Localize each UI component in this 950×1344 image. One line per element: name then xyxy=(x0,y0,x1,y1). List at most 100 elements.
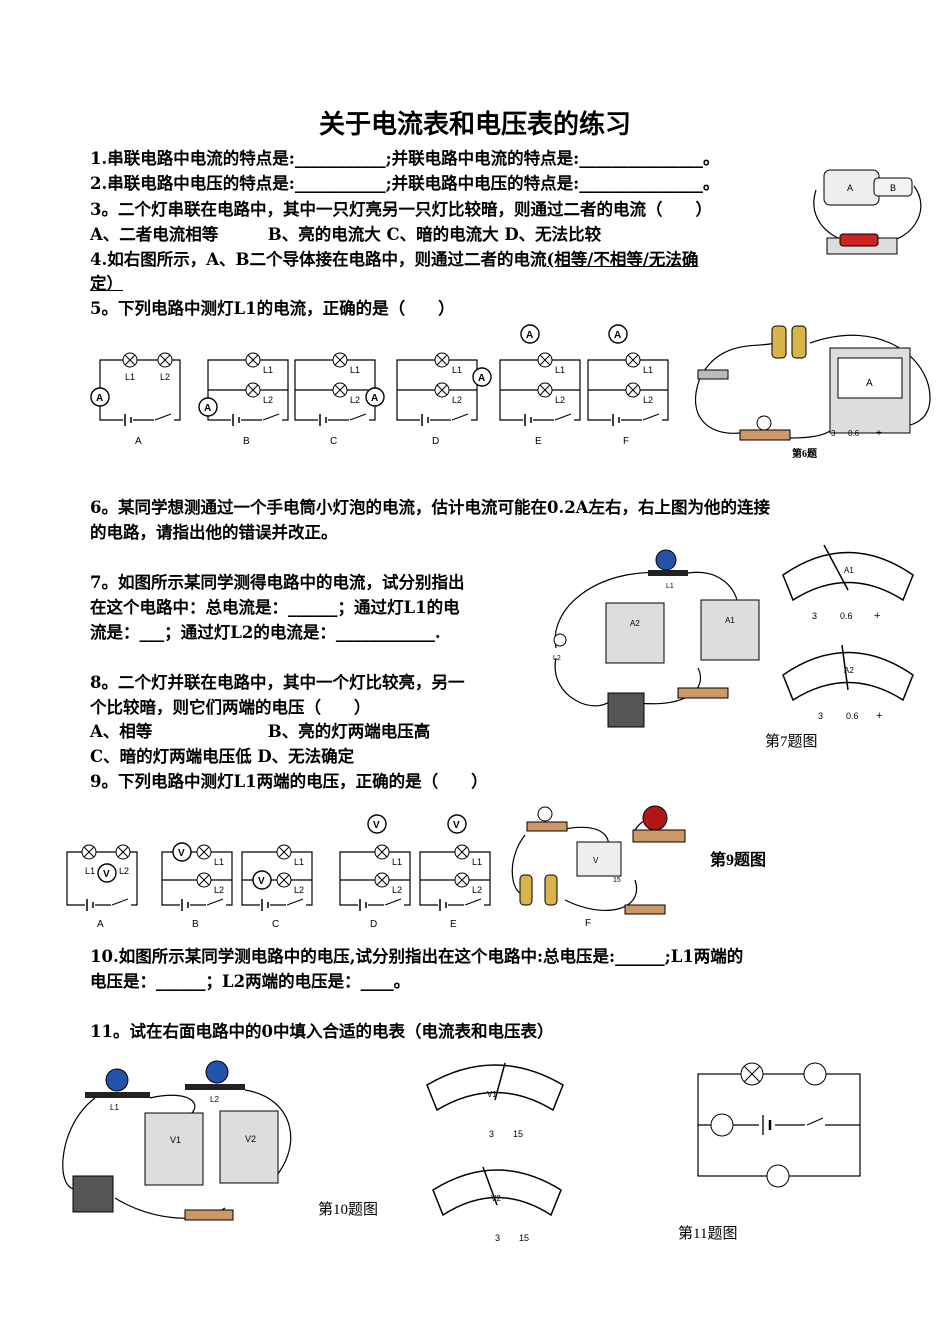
q9-A-voltmeter-letter: V xyxy=(103,869,110,880)
q9-A-lamp1-cross xyxy=(83,846,95,858)
q5-A-battery-gap xyxy=(123,414,133,426)
q5-B-battery xyxy=(232,414,240,426)
q9-D-lamp2-cross xyxy=(376,874,388,886)
q5-option-B: B xyxy=(243,436,250,447)
q9-B-switch-gap xyxy=(206,901,226,909)
q9-E-battery xyxy=(439,899,447,911)
question-5: 5。下列电路中测灯L1的电流，正确的是（ ） xyxy=(90,299,455,318)
q9-D-l2-label: L2 xyxy=(392,885,402,895)
q5-E-ammeter-letter: A xyxy=(526,330,533,341)
q5-C-l2-label: L2 xyxy=(350,395,360,405)
fig10-circuit: L1 L2 V1 V2 xyxy=(62,1060,292,1221)
q9-D-voltmeter xyxy=(367,814,387,834)
q9-C-switch xyxy=(286,898,304,906)
q9-D-voltmeter-letter: V xyxy=(373,820,380,831)
q5-D-ammeter xyxy=(472,367,492,387)
q5-B-ammeter-letter: A xyxy=(204,403,211,414)
q5-E-lamp2-cross xyxy=(539,384,551,396)
q9-A-battery xyxy=(86,899,94,911)
fig7-caption: 第7题图 xyxy=(765,734,818,750)
q5-option-F: F xyxy=(623,436,629,447)
q5-D-ammeter-letter: A xyxy=(478,373,485,384)
question-3: 3。二个灯串联在电路中，其中一只灯亮另一只灯比较暗，则通过二者的电流（ ） xyxy=(90,200,712,219)
q9-B-switch xyxy=(206,898,224,906)
q5-option-C: C xyxy=(330,436,337,447)
q5-A-ammeter-letter: A xyxy=(96,393,103,404)
q5-D-switch-gap xyxy=(451,416,471,424)
fig10-meter-scales: V1 3 15 V2 3 15 xyxy=(426,1062,564,1243)
question-7-cont1: 在这个电路中：总电流是：______；通过灯L1的电 xyxy=(90,598,460,617)
q5-F-l1-label: L1 xyxy=(643,365,653,375)
q5-A-l1-label: L1 xyxy=(125,372,135,382)
fig9-caption: 第9题图 xyxy=(710,852,767,869)
fig7-circuit: L1 A2 A1 L2 xyxy=(553,549,760,728)
q5-B-lamp2-cross xyxy=(247,384,259,396)
scale-a1-term-plus: + xyxy=(874,610,880,622)
question-7-cont2: 流是：___；通过灯L2的电流是：____________. xyxy=(90,623,441,642)
scale-v1-term-3: 3 xyxy=(489,1129,494,1139)
fig10-v1-label: V1 xyxy=(170,1135,181,1145)
q9-option-D: D xyxy=(370,919,377,930)
question-6-cont: 的电路，请指出他的错误并改正。 xyxy=(90,523,338,542)
q5-F-ammeter-letter: A xyxy=(614,330,621,341)
q9-E-lamp1-cross xyxy=(456,846,468,858)
q9-circuit-A-wire xyxy=(66,851,138,906)
q5-A-lamp1-cross xyxy=(124,354,136,366)
scale-v2-term-3: 3 xyxy=(495,1233,500,1243)
question-10: 10.如图所示某同学测电路中的电压,试分别指出在这个电路中:总电压是:_____… xyxy=(90,947,744,966)
scale-a2-term-3: 3 xyxy=(818,711,823,721)
q5-C-ammeter xyxy=(365,387,385,407)
q5-C-switch xyxy=(349,413,367,421)
q9-B-battery xyxy=(181,899,189,911)
q5-D-l2-label: L2 xyxy=(452,395,462,405)
q9-C-lamp2-cross xyxy=(278,874,290,886)
q5-E-switch-gap xyxy=(554,416,574,424)
question-8-options-ab: A、相等 B、亮的灯两端电压高 xyxy=(90,722,431,741)
q5-circuit-E-wire xyxy=(499,359,581,421)
page-title: 关于电流表和电压表的练习 xyxy=(318,110,631,140)
q9-C-l1-label: L1 xyxy=(294,857,304,867)
q5-A-battery xyxy=(124,414,132,426)
q5-B-ammeter xyxy=(198,397,218,417)
q5-D-lamp1-cross xyxy=(436,354,448,366)
q5-circuit-A-wire xyxy=(99,359,181,421)
fig6-term-plus: + xyxy=(876,428,882,439)
q5-E-lamp1-cross xyxy=(539,354,551,366)
question-4-cont: 定） xyxy=(90,274,123,293)
q5-B-l2-label: L2 xyxy=(263,395,273,405)
scale-v2-term-15: 15 xyxy=(519,1233,529,1243)
conductor-b-label: B xyxy=(890,183,896,193)
q9-C-l2-label: L2 xyxy=(294,885,304,895)
q9-E-switch xyxy=(464,898,482,906)
meter-slot-top xyxy=(803,1062,827,1086)
q9-C-switch-gap xyxy=(286,901,306,909)
q5-E-battery xyxy=(524,414,532,426)
q9-D-l1-label: L1 xyxy=(392,857,402,867)
fig10-l1-label: L1 xyxy=(110,1103,119,1112)
q9-option-f: F xyxy=(585,918,591,929)
q5-F-battery xyxy=(612,414,620,426)
fig7-l1-label: L1 xyxy=(666,583,674,590)
scale-a1-term-3: 3 xyxy=(812,611,817,621)
q5-E-battery-gap xyxy=(523,414,533,426)
q5-A-l2-label: L2 xyxy=(160,372,170,382)
q9-C-voltmeter-letter: V xyxy=(258,876,265,887)
question-9: 9。下列电路中测灯L1两端的电压，正确的是（ ） xyxy=(90,772,488,791)
q5-B-l1-label: L1 xyxy=(263,365,273,375)
q5-option-E: E xyxy=(535,436,542,447)
question-7: 7。如图所示某同学测得电路中的电流，试分别指出 xyxy=(90,573,465,592)
q9-E-lamp2-cross xyxy=(456,874,468,886)
q5-C-ammeter-letter: A xyxy=(371,393,378,404)
question-8-options-cd: C、暗的灯两端电压低 D、无法确定 xyxy=(90,747,355,766)
q5-C-battery-gap xyxy=(318,414,328,426)
q9-C-voltmeter xyxy=(252,870,272,890)
q5-A-switch-gap xyxy=(154,416,174,424)
q9-B-l2-label: L2 xyxy=(214,885,224,895)
question-4-choices: (相等/不相等/无法确 xyxy=(546,250,699,269)
q9-A-voltmeter xyxy=(97,863,117,883)
q9-D-battery-gap xyxy=(358,899,368,911)
q5-F-l2-label: L2 xyxy=(643,395,653,405)
q9-B-lamp1-cross xyxy=(198,846,210,858)
